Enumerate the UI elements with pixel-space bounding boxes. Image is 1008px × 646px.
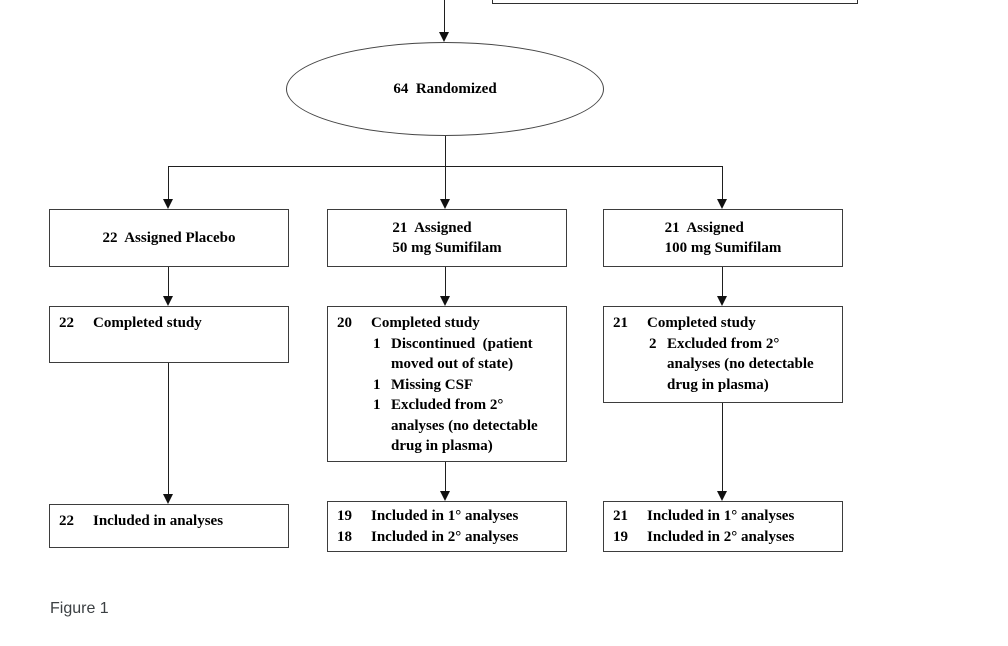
label-cell: analyses (no detectable (391, 417, 538, 434)
connector-line (168, 267, 169, 297)
included-placebo-box: 22 Included in analyses (49, 504, 289, 548)
flow-line: 21 Included in 1° analyses (613, 506, 836, 527)
arrow-head-icon (717, 296, 727, 306)
count-cell: 21 (613, 315, 628, 331)
count-cell: 1 (373, 335, 381, 352)
connector-line (722, 403, 723, 492)
assigned-50mg-line2: 50 mg Sumifilam (392, 240, 502, 256)
label-cell: Excluded from 2° (667, 335, 780, 352)
label-cell: Missing CSF (391, 376, 474, 393)
label-cell: drug in plasma) (667, 376, 769, 393)
arrow-head-icon (163, 199, 173, 209)
arrow-head-icon (717, 199, 727, 209)
count-cell (639, 375, 667, 396)
flow-line: 19 Included in 2° analyses (613, 527, 836, 548)
label-cell: Included in analyses (93, 513, 224, 529)
assigned-placebo-box: 22 Assigned Placebo (49, 209, 289, 267)
flow-line: 1 Excluded from 2° (337, 395, 560, 416)
label-cell: Completed study (371, 315, 480, 331)
label-cell: analyses (no detectable (667, 356, 814, 372)
flow-line: drug in plasma) (613, 375, 836, 396)
assigned-100mg-line1: 21 Assigned (664, 219, 744, 236)
completed-100mg-box: 21 Completed study 2 Excluded from 2° an… (603, 306, 843, 403)
included-100mg-box: 21 Included in 1° analyses 19 Included i… (603, 501, 843, 552)
assigned-100mg-box: 21 Assigned 100 mg Sumifilam (603, 209, 843, 267)
count-cell (363, 436, 391, 457)
count-cell: 19 (337, 508, 352, 524)
arrow-head-icon (163, 296, 173, 306)
randomized-ellipse: 64 Randomized (286, 42, 604, 136)
connector-line (722, 166, 723, 200)
flow-line: 22 Included in analyses (59, 511, 282, 532)
flow-line: 2 Excluded from 2° (613, 334, 836, 355)
arrow-head-icon (440, 491, 450, 501)
flow-line: analyses (no detectable (337, 416, 560, 437)
count-cell: 2 (649, 335, 657, 352)
flow-line: 1 Discontinued (patient (337, 334, 560, 355)
completed-50mg-box: 20 Completed study 1 Discontinued (patie… (327, 306, 567, 462)
count-cell: 1 (373, 376, 381, 393)
branch-line (168, 166, 723, 167)
label-cell: Completed study (93, 315, 202, 331)
label-cell: Completed study (647, 315, 756, 331)
flow-line: moved out of state) (337, 354, 560, 375)
count-cell: 20 (337, 315, 352, 331)
arrow-head-icon (440, 199, 450, 209)
arrow-head-icon (439, 32, 449, 42)
count-cell (639, 354, 667, 375)
assigned-50mg-text: 21 Assigned 50 mg Sumifilam (392, 218, 501, 259)
randomized-label: 64 Randomized (393, 80, 497, 97)
connector-line (445, 462, 446, 492)
figure-caption: Figure 1 (50, 600, 109, 617)
enrollment-box-partial (492, 0, 858, 4)
flow-line: 19 Included in 1° analyses (337, 506, 560, 527)
count-cell: 19 (613, 528, 628, 545)
label-cell: drug in plasma) (391, 438, 493, 454)
assigned-100mg-text: 21 Assigned 100 mg Sumifilam (665, 218, 782, 259)
connector-line (722, 267, 723, 297)
count-cell: 1 (373, 397, 381, 413)
arrow-head-icon (163, 494, 173, 504)
included-50mg-box: 19 Included in 1° analyses 18 Included i… (327, 501, 567, 552)
label-cell: Included in 1° analyses (647, 508, 795, 524)
assigned-50mg-line1: 21 Assigned (392, 219, 472, 236)
connector-line (444, 0, 445, 33)
flow-line: 18 Included in 2° analyses (337, 527, 560, 548)
connector-line (168, 363, 169, 495)
arrow-head-icon (717, 491, 727, 501)
flow-line: analyses (no detectable (613, 354, 836, 375)
count-cell: 21 (613, 508, 628, 524)
count-cell (363, 354, 391, 375)
assigned-100mg-line2: 100 mg Sumifilam (664, 240, 782, 256)
arrow-head-icon (440, 296, 450, 306)
connector-line (445, 136, 446, 200)
count-cell: 22 (59, 315, 74, 331)
label-cell: Included in 2° analyses (647, 528, 795, 545)
flow-line: drug in plasma) (337, 436, 560, 457)
assigned-50mg-box: 21 Assigned 50 mg Sumifilam (327, 209, 567, 267)
count-cell: 18 (337, 528, 352, 545)
connector-line (445, 267, 446, 297)
assigned-placebo-label: 22 Assigned Placebo (102, 229, 236, 246)
label-cell: moved out of state) (391, 356, 514, 372)
flow-line: 21 Completed study (613, 313, 836, 334)
flow-line: 22 Completed study (59, 313, 282, 334)
count-cell (363, 416, 391, 437)
flow-line: 20 Completed study (337, 313, 560, 334)
label-cell: Discontinued (patient (391, 335, 533, 352)
label-cell: Excluded from 2° (391, 397, 504, 413)
count-cell: 22 (59, 513, 74, 529)
connector-line (168, 166, 169, 200)
completed-placebo-box: 22 Completed study (49, 306, 289, 363)
label-cell: Included in 1° analyses (371, 508, 519, 524)
flow-line: 1 Missing CSF (337, 375, 560, 396)
label-cell: Included in 2° analyses (371, 528, 519, 545)
